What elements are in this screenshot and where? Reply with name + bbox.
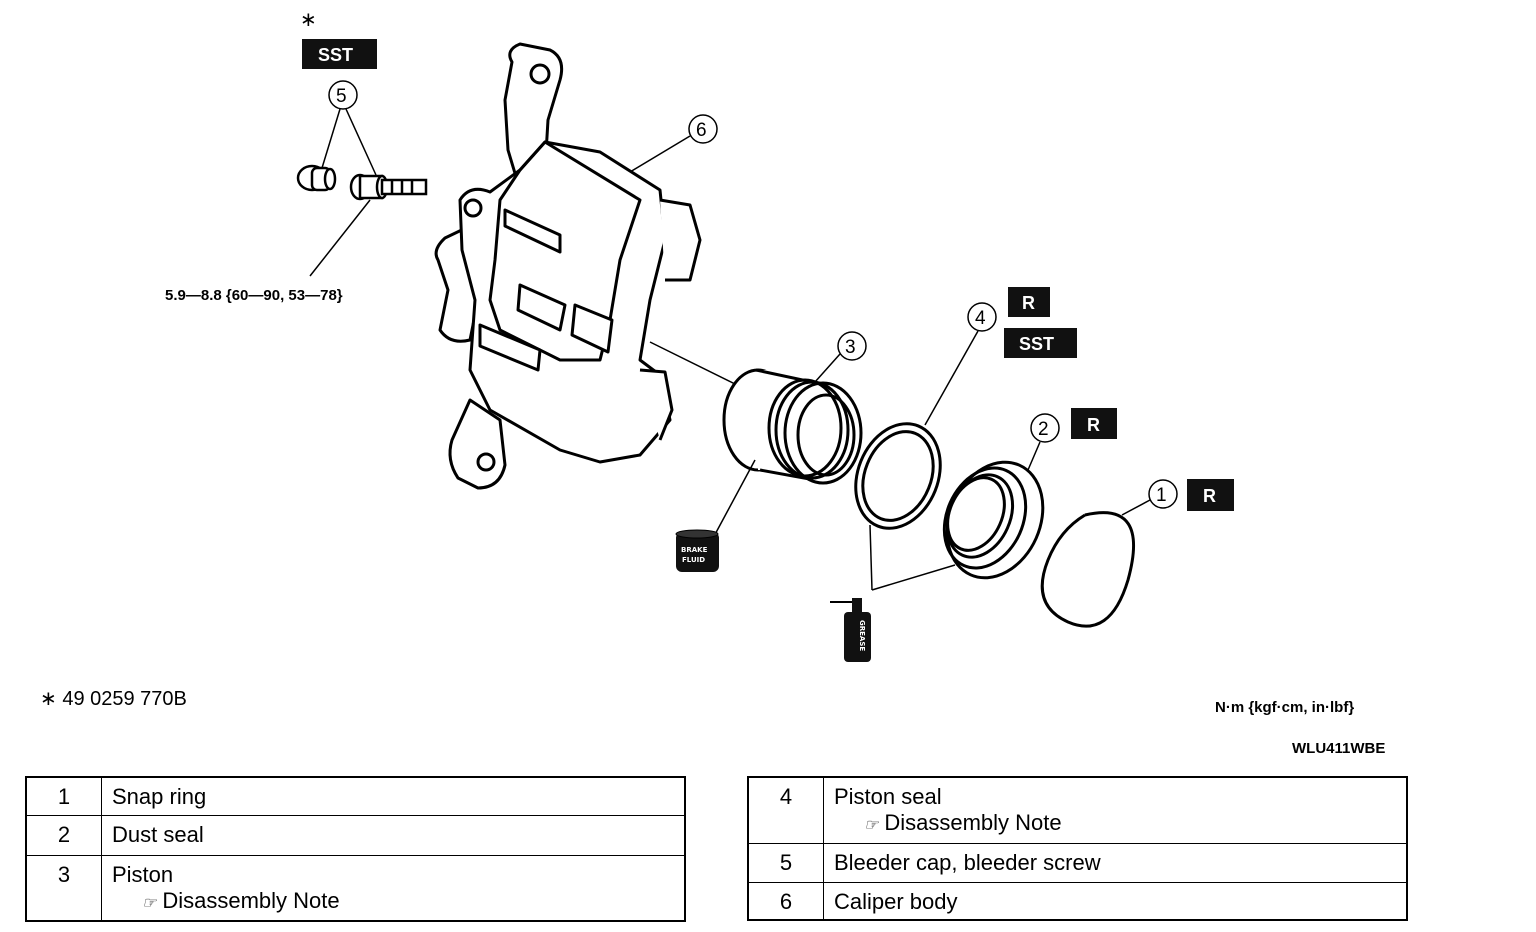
- sst-number: ∗ 49 0259 770B: [40, 688, 187, 710]
- svg-text:R: R: [1022, 293, 1035, 313]
- table-row: 6 Caliper body: [747, 881, 1408, 921]
- svg-text:R: R: [1087, 415, 1100, 435]
- pointing-hand-icon: ☞: [864, 817, 879, 834]
- asterisk-mark: ∗: [300, 7, 317, 31]
- parts-table-left: 1 Snap ring 2 Dust seal 3 Piston ☞ Disass…: [25, 776, 686, 922]
- piston: [722, 368, 863, 485]
- r-badge-1: R: [1187, 479, 1234, 511]
- svg-text:3: 3: [845, 337, 856, 358]
- grease-icon: GREASE: [830, 598, 871, 662]
- svg-text:SST: SST: [1019, 334, 1054, 354]
- svg-text:BRAKE: BRAKE: [681, 546, 708, 554]
- piston-seal: [854, 422, 942, 530]
- disassembly-note[interactable]: ☞ Disassembly Note: [834, 810, 1396, 836]
- callout-1: 1: [1121, 479, 1178, 516]
- part-name: Bleeder cap, bleeder screw: [823, 842, 1408, 883]
- note-label: Disassembly Note: [162, 887, 340, 913]
- r-badge-2: R: [1071, 408, 1117, 439]
- dust-seal: [942, 460, 1045, 580]
- part-cell: Piston ☞ Disassembly Note: [101, 854, 686, 922]
- svg-text:FLUID: FLUID: [682, 556, 705, 564]
- table-row: 2 Dust seal: [25, 814, 686, 856]
- callout-3: 3: [814, 331, 867, 383]
- brake-fluid-icon: BRAKE FLUID: [675, 529, 719, 572]
- caliper-body: [434, 42, 702, 490]
- svg-text:1: 1: [1156, 485, 1167, 506]
- svg-text:6: 6: [696, 120, 707, 141]
- part-name: Dust seal: [101, 814, 686, 856]
- part-name: Caliper body: [823, 881, 1408, 921]
- svg-text:5: 5: [336, 86, 347, 107]
- snap-ring: [1040, 511, 1136, 628]
- svg-text:GREASE: GREASE: [858, 620, 866, 651]
- part-name: Snap ring: [101, 776, 686, 816]
- table-row: 5 Bleeder cap, bleeder screw: [747, 842, 1408, 883]
- part-number: 4: [747, 776, 824, 844]
- r-badge-4: R: [1008, 287, 1050, 317]
- sst-badge-top: SST: [302, 39, 377, 69]
- callout-6: 6: [629, 114, 718, 173]
- table-row: 4 Piston seal ☞ Disassembly Note: [747, 776, 1408, 844]
- part-number: 5: [747, 842, 824, 883]
- callout-4: 4: [924, 302, 997, 426]
- part-number: 6: [747, 881, 824, 921]
- part-number: 2: [25, 814, 102, 856]
- part-name: Piston seal: [834, 784, 942, 809]
- pointing-hand-icon: ☞: [142, 894, 157, 912]
- part-cell: Piston seal ☞ Disassembly Note: [823, 776, 1408, 844]
- part-name: Piston: [112, 861, 174, 887]
- table-row: 3 Piston ☞ Disassembly Note: [25, 854, 686, 922]
- units-label: N·m {kgf·cm, in·lbf}: [1215, 699, 1354, 716]
- disassembly-note[interactable]: ☞ Disassembly Note: [112, 888, 674, 914]
- bleeder-cap: [296, 164, 337, 192]
- part-number: 1: [25, 776, 102, 816]
- callout-2: 2: [1027, 413, 1060, 471]
- svg-text:R: R: [1203, 486, 1216, 506]
- figure-code: WLU411WBE: [1292, 740, 1385, 757]
- note-label: Disassembly Note: [884, 810, 1062, 835]
- svg-text:SST: SST: [318, 45, 353, 65]
- table-row: 1 Snap ring: [25, 776, 686, 816]
- sst-badge-4: SST: [1004, 328, 1077, 358]
- svg-text:2: 2: [1038, 419, 1049, 440]
- parts-table-right: 4 Piston seal ☞ Disassembly Note 5 Bleede…: [747, 776, 1408, 921]
- bleeder-screw: [349, 173, 428, 201]
- callout-5: 5: [321, 80, 377, 176]
- part-number: 3: [25, 854, 102, 922]
- svg-text:4: 4: [975, 308, 986, 329]
- torque-spec: 5.9—8.8 {60—90, 53—78}: [165, 287, 343, 304]
